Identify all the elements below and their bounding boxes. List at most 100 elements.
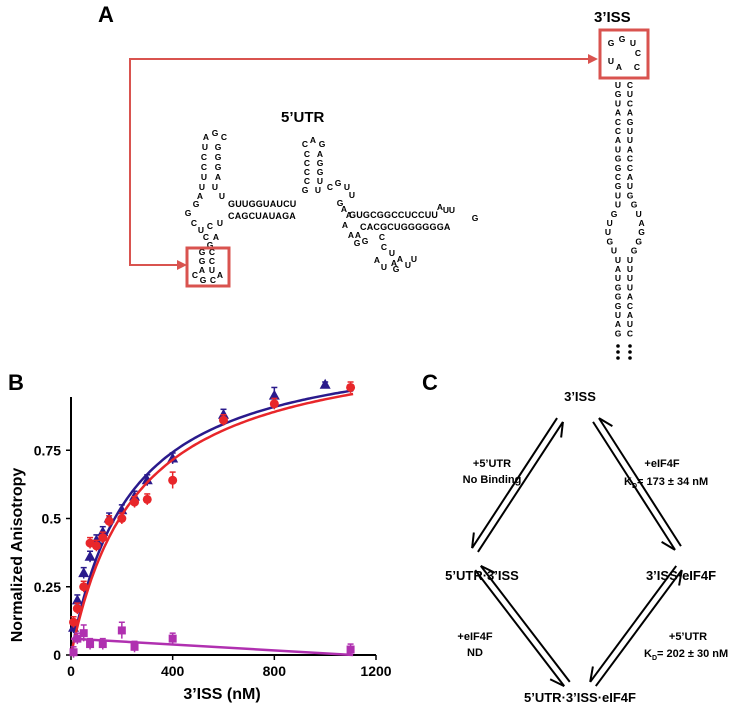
loop-3iss-nt: G xyxy=(619,34,626,44)
series-1 xyxy=(69,381,356,656)
utr-extra-nt: G xyxy=(472,213,479,223)
data-point-square xyxy=(86,640,95,649)
utr-box-nt: C xyxy=(210,275,216,285)
stem-3iss-left-nt: G xyxy=(615,328,622,338)
series-2 xyxy=(69,621,355,658)
edge-bl-line1: +eIF4F xyxy=(457,631,492,643)
state-3iss: 3’ISS xyxy=(564,389,596,404)
stem-3iss-right-nt: C xyxy=(627,301,633,311)
continuation-dot xyxy=(616,344,620,348)
data-point-square xyxy=(69,648,78,657)
data-point-triangle xyxy=(218,408,229,419)
data-point-square xyxy=(98,640,107,649)
x-tick-label: 400 xyxy=(161,663,185,679)
stem-3iss-left-nt: G xyxy=(615,181,622,191)
utr-extra-nt: U xyxy=(449,205,455,215)
data-point-square xyxy=(168,634,177,643)
stem-3iss-left-nt: C xyxy=(615,126,621,136)
stem-3iss-right-nt: A xyxy=(627,108,633,118)
utr-extra-nt: U xyxy=(389,248,395,258)
edge-tl-line1: +5’UTR xyxy=(473,458,511,470)
utr-hp2-nt: C xyxy=(304,158,310,168)
panel-c: C 3’ISS 5’UTR·3’ISS 3’ISS·eIF4F 5’UTR·3’… xyxy=(422,370,728,705)
data-point-square xyxy=(73,634,82,643)
state-5utr-3iss: 5’UTR·3’ISS xyxy=(445,568,519,583)
arrow-bottom-right-reverse-head xyxy=(678,569,683,586)
stem-3iss-left-nt: A xyxy=(615,135,621,145)
utr-hp1-nt: G xyxy=(215,162,222,172)
stem-3iss-left-nt: G xyxy=(615,154,622,164)
edge-tl-line2: No Binding xyxy=(463,474,522,486)
continuation-dot xyxy=(628,344,632,348)
stem-3iss-left-nt: U xyxy=(615,255,621,265)
utr-hp1-nt: U xyxy=(198,225,204,235)
data-point-circle xyxy=(346,382,356,392)
y-tick-label: 0 xyxy=(53,647,61,663)
stem-3iss-left-nt: U xyxy=(615,310,621,320)
utr-hp1-nt: C xyxy=(191,218,197,228)
utr-tail-top: GUGCGGCCUCCUU xyxy=(349,210,438,220)
utr-extra-nt: A xyxy=(397,254,403,264)
utr-hp2-nt: G xyxy=(317,167,324,177)
structure-5utr: GUUGGUAUCU CAGCUAUAGA GUGCGGCCUCCUU CACG… xyxy=(185,128,479,285)
arrow-top-left-forward-head xyxy=(471,532,475,549)
stem-3iss-left-nt: A xyxy=(615,108,621,118)
stem-3iss-left-nt: G xyxy=(615,163,622,173)
stem-3iss-right-nt: U xyxy=(627,126,633,136)
utr-hp2-nt: U xyxy=(317,176,323,186)
arrow-top-right-forward-head xyxy=(661,541,676,551)
utr-hp2-nt: C xyxy=(304,167,310,177)
utr-extra-nt: G xyxy=(393,264,400,274)
utr-hp1-nt: U xyxy=(219,191,225,201)
data-point-circle xyxy=(269,399,279,409)
stem-3iss-left-nt: U xyxy=(607,218,613,228)
utr-box-nt: A xyxy=(217,270,223,280)
utr-extra-nt: G xyxy=(354,238,361,248)
stem-3iss-right-nt: U xyxy=(627,282,633,292)
data-point-circle xyxy=(104,516,114,526)
stem-3iss-right-nt: C xyxy=(627,154,633,164)
title-5utr: 5’UTR xyxy=(281,109,325,126)
arrow-top-left-forward xyxy=(471,417,558,549)
utr-extra-nt: A xyxy=(374,255,380,265)
utr-hp1-nt: G xyxy=(215,142,222,152)
data-point-circle xyxy=(91,541,101,551)
utr-extra-nt: G xyxy=(337,198,344,208)
utr-extra-nt: C xyxy=(379,232,385,242)
utr-extra-nt: U xyxy=(405,260,411,270)
stem-3iss-left-nt: U xyxy=(615,144,621,154)
stem-3iss-left-nt: U xyxy=(611,246,617,256)
stem-3iss-right-nt: A xyxy=(639,218,645,228)
utr-hp1-nt: G xyxy=(215,152,222,162)
stem-3iss-right-nt: U xyxy=(627,319,633,329)
arrow-bottom-left-reverse xyxy=(479,565,571,683)
utr-box-nt: C xyxy=(192,270,198,280)
data-point-triangle xyxy=(97,526,109,537)
utr-extra-nt: U xyxy=(381,262,387,272)
stem-3iss-right-nt: G xyxy=(631,246,638,256)
utr-hp1-nt: G xyxy=(207,240,214,250)
panel-c-letter: C xyxy=(422,370,438,395)
continuation-dot xyxy=(628,350,632,354)
stem-3iss-right-nt: C xyxy=(627,163,633,173)
data-point-square xyxy=(79,629,88,638)
utr-box-nt: G xyxy=(200,275,207,285)
arrow-bottom-right-forward-head xyxy=(589,666,594,683)
stem-3iss-right-nt: U xyxy=(627,181,633,191)
arrow-bottom-left-forward xyxy=(474,569,566,687)
series-0 xyxy=(68,378,354,656)
arrowhead-5utr xyxy=(177,260,187,270)
utr-extra-nt: G xyxy=(362,236,369,246)
stem-3iss-left-nt: U xyxy=(615,80,621,90)
stem-3iss-left-nt: U xyxy=(615,200,621,210)
stem-3iss-right-nt: G xyxy=(635,236,642,246)
stem-3iss-right-nt: A xyxy=(627,310,633,320)
y-axis-title: Normalized Anisotropy xyxy=(9,468,26,643)
stem-3iss-left-nt: A xyxy=(615,319,621,329)
utr-extra-nt: A xyxy=(342,220,348,230)
utr-hp2-nt: C xyxy=(302,139,308,149)
arrow-top-right-reverse xyxy=(598,417,682,547)
stem-3iss-left-nt: G xyxy=(615,89,622,99)
